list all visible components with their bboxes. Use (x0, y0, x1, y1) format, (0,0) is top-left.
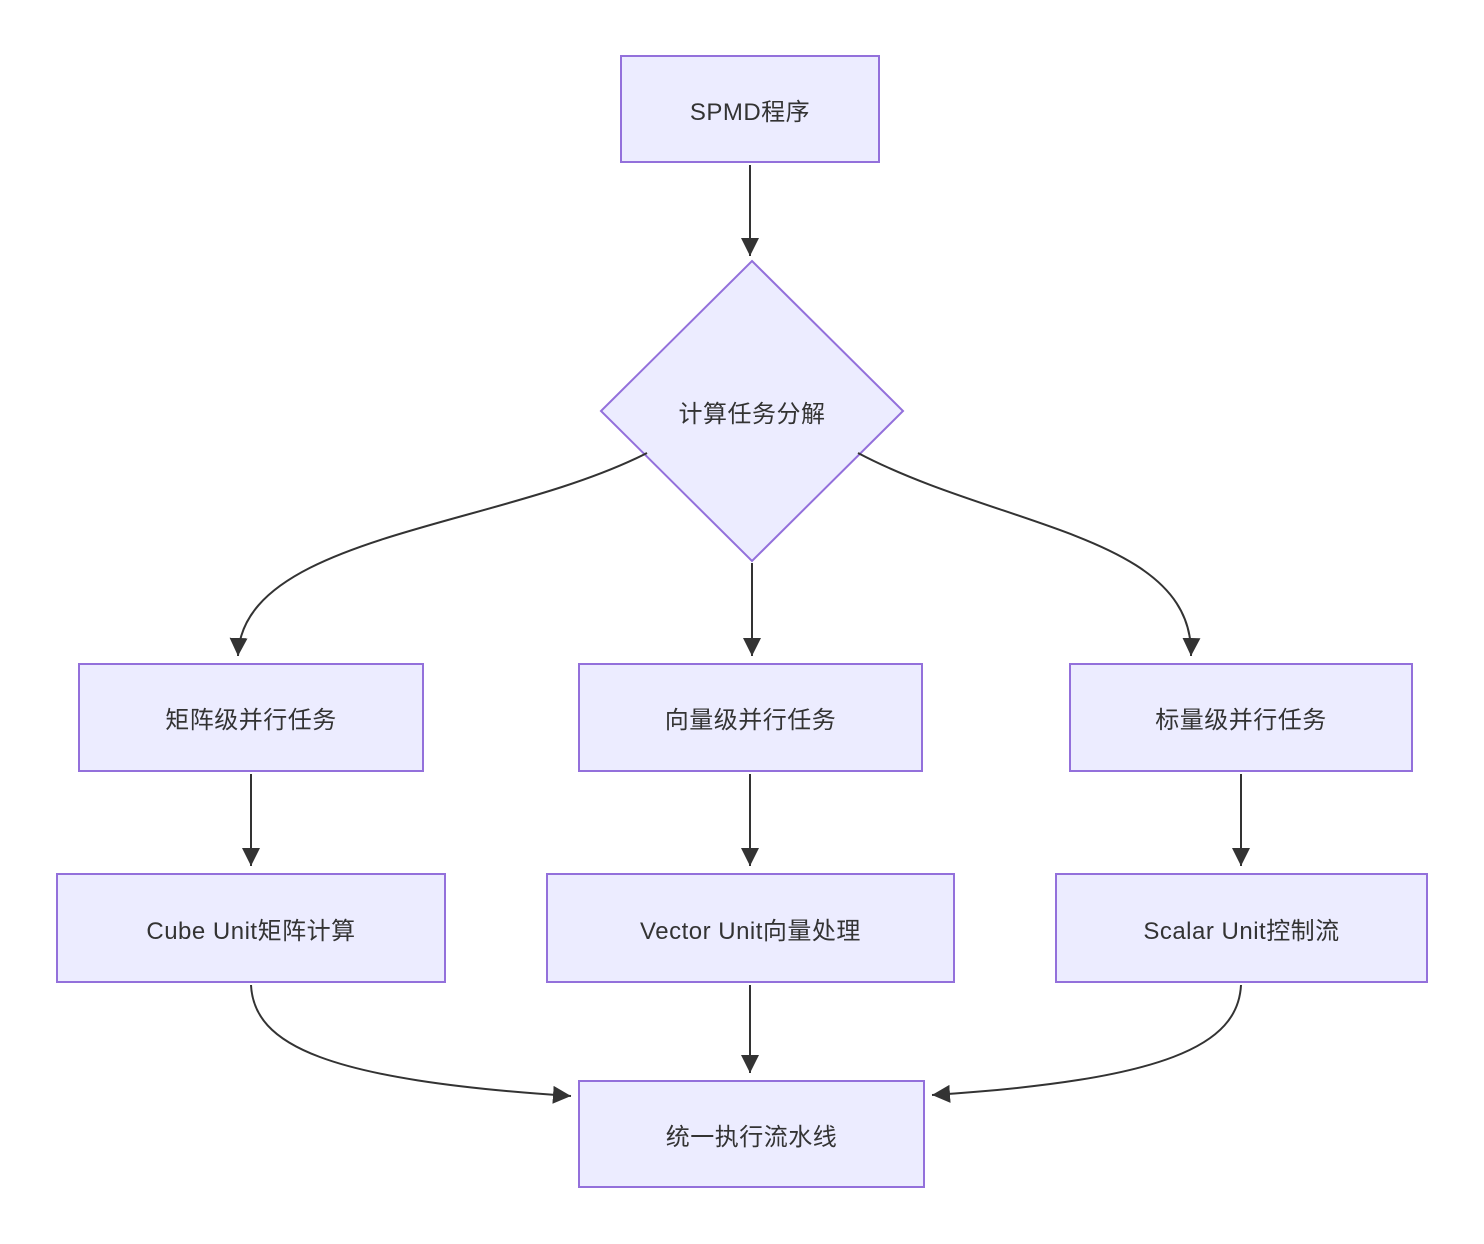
edge-cube-pipeline (250, 984, 572, 1104)
node-decompose-shape (599, 259, 905, 563)
edge-decompose-matrix (229, 452, 648, 657)
edge-decompose-scalar (857, 452, 1201, 657)
node-pipeline-label: 统一执行流水线 (665, 1123, 838, 1151)
node-scalunit-label: Scalar Unit控制流 (1143, 917, 1340, 945)
node-cube: Cube Unit矩阵计算 (56, 873, 446, 983)
edge-scalunit-pipeline (931, 984, 1242, 1103)
node-vecunit: Vector Unit向量处理 (546, 873, 955, 983)
node-spmd: SPMD程序 (620, 55, 880, 163)
node-scalar: 标量级并行任务 (1069, 663, 1413, 772)
node-matrix-label: 矩阵级并行任务 (165, 707, 337, 734)
node-decompose-label: 计算任务分解 (678, 400, 826, 428)
node-matrix: 矩阵级并行任务 (78, 663, 424, 772)
node-vector: 向量级并行任务 (578, 663, 923, 772)
node-scalunit: Scalar Unit控制流 (1055, 873, 1428, 983)
node-scalar-label: 标量级并行任务 (1155, 707, 1327, 734)
node-vector-label: 向量级并行任务 (664, 707, 837, 734)
node-decompose: 计算任务分解 (602, 386, 902, 436)
node-spmd-label: SPMD程序 (689, 98, 811, 126)
node-cube-label: Cube Unit矩阵计算 (146, 917, 356, 945)
node-vecunit-label: Vector Unit向量处理 (640, 917, 861, 945)
node-pipeline: 统一执行流水线 (578, 1080, 925, 1188)
